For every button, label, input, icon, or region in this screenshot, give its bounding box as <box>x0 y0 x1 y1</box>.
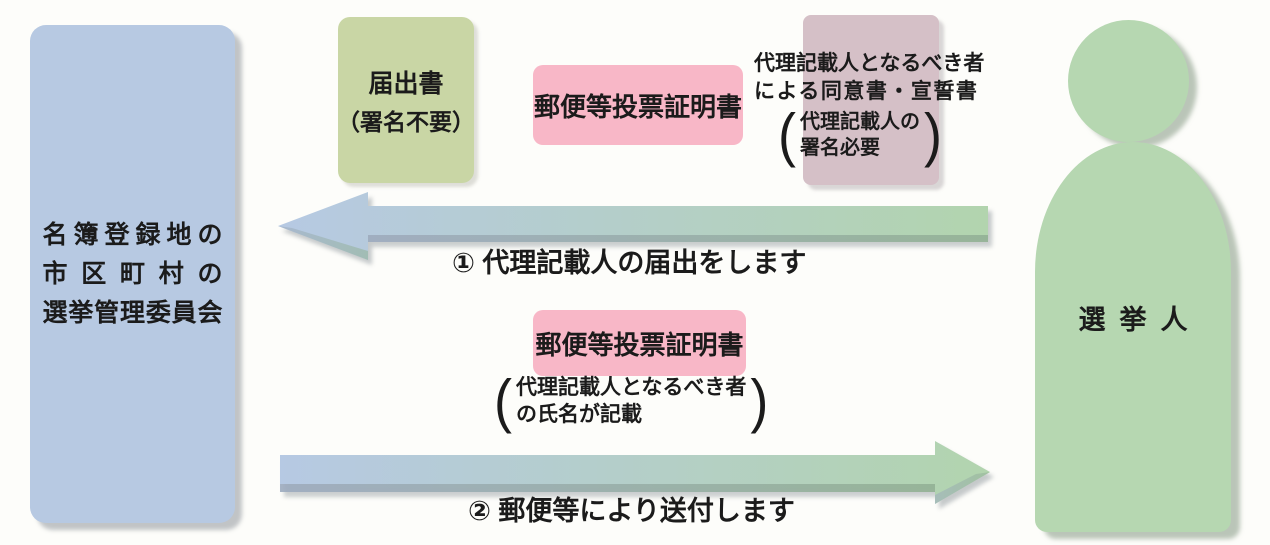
consent-paren-line-1: 代理記載人の <box>799 111 920 133</box>
consent-paren-line-2: 署名必要 <box>799 137 880 159</box>
close-paren: ) <box>923 102 942 168</box>
certificate-bottom-label: 郵便等投票証明書 <box>535 329 744 360</box>
open-paren: ( <box>778 102 796 168</box>
committee-box-label: 名簿登録地の 市区町村の 選挙管理委員会 <box>43 216 223 333</box>
certificate-box-top: 郵便等投票証明書 <box>533 65 743 145</box>
notification-form-note: （署名不要） <box>337 108 475 135</box>
consent-oath-box <box>803 15 939 185</box>
notification-form-title: 届出書 <box>368 69 444 98</box>
elector-label: 選挙人 <box>1078 305 1202 335</box>
committee-box: 名簿登録地の 市区町村の 選挙管理委員会 <box>30 25 235 523</box>
open-paren: ( <box>494 368 512 434</box>
consent-line-1: 代理記載人となるべき者 <box>754 52 985 75</box>
step1-caption: ① 代理記載人の届出をします <box>452 248 807 278</box>
elector-head-icon <box>1068 20 1189 142</box>
certificate-paren-line-2: の氏名が記載 <box>515 403 642 426</box>
step2-caption: ② 郵便等により送付します <box>468 496 795 526</box>
committee-line-1: 名簿登録地の <box>42 220 223 249</box>
certificate-top-label: 郵便等投票証明書 <box>533 91 742 122</box>
arrow-step1-left <box>278 192 988 260</box>
notification-form-box: 届出書 （署名不要） <box>337 17 475 183</box>
certificate-paren-line-1: 代理記載人となるべき者 <box>515 376 747 399</box>
certificate-box-bottom: 郵便等投票証明書 <box>533 310 746 376</box>
consent-oath-text: 代理記載人となるべき者 による同意書・宣誓書 ( 代理記載人の 署名必要 ) <box>754 50 1004 168</box>
certificate-paren-lines: 代理記載人となるべき者 の氏名が記載 <box>516 374 746 428</box>
close-paren: ) <box>750 368 769 434</box>
committee-line-3: 選挙管理委員会 <box>42 298 223 327</box>
elector-body-icon: 選挙人 <box>1035 142 1231 532</box>
committee-line-2: 市区町村の <box>42 259 223 288</box>
consent-paren-note: ( 代理記載人の 署名必要 ) <box>778 102 1004 168</box>
arrow-step2-right <box>280 441 990 504</box>
consent-paren-lines: 代理記載人の 署名必要 <box>800 109 920 161</box>
certificate-paren-note: ( 代理記載人となるべき者 の氏名が記載 ) <box>494 368 769 434</box>
consent-line-2: による同意書・宣誓書 <box>754 80 979 103</box>
